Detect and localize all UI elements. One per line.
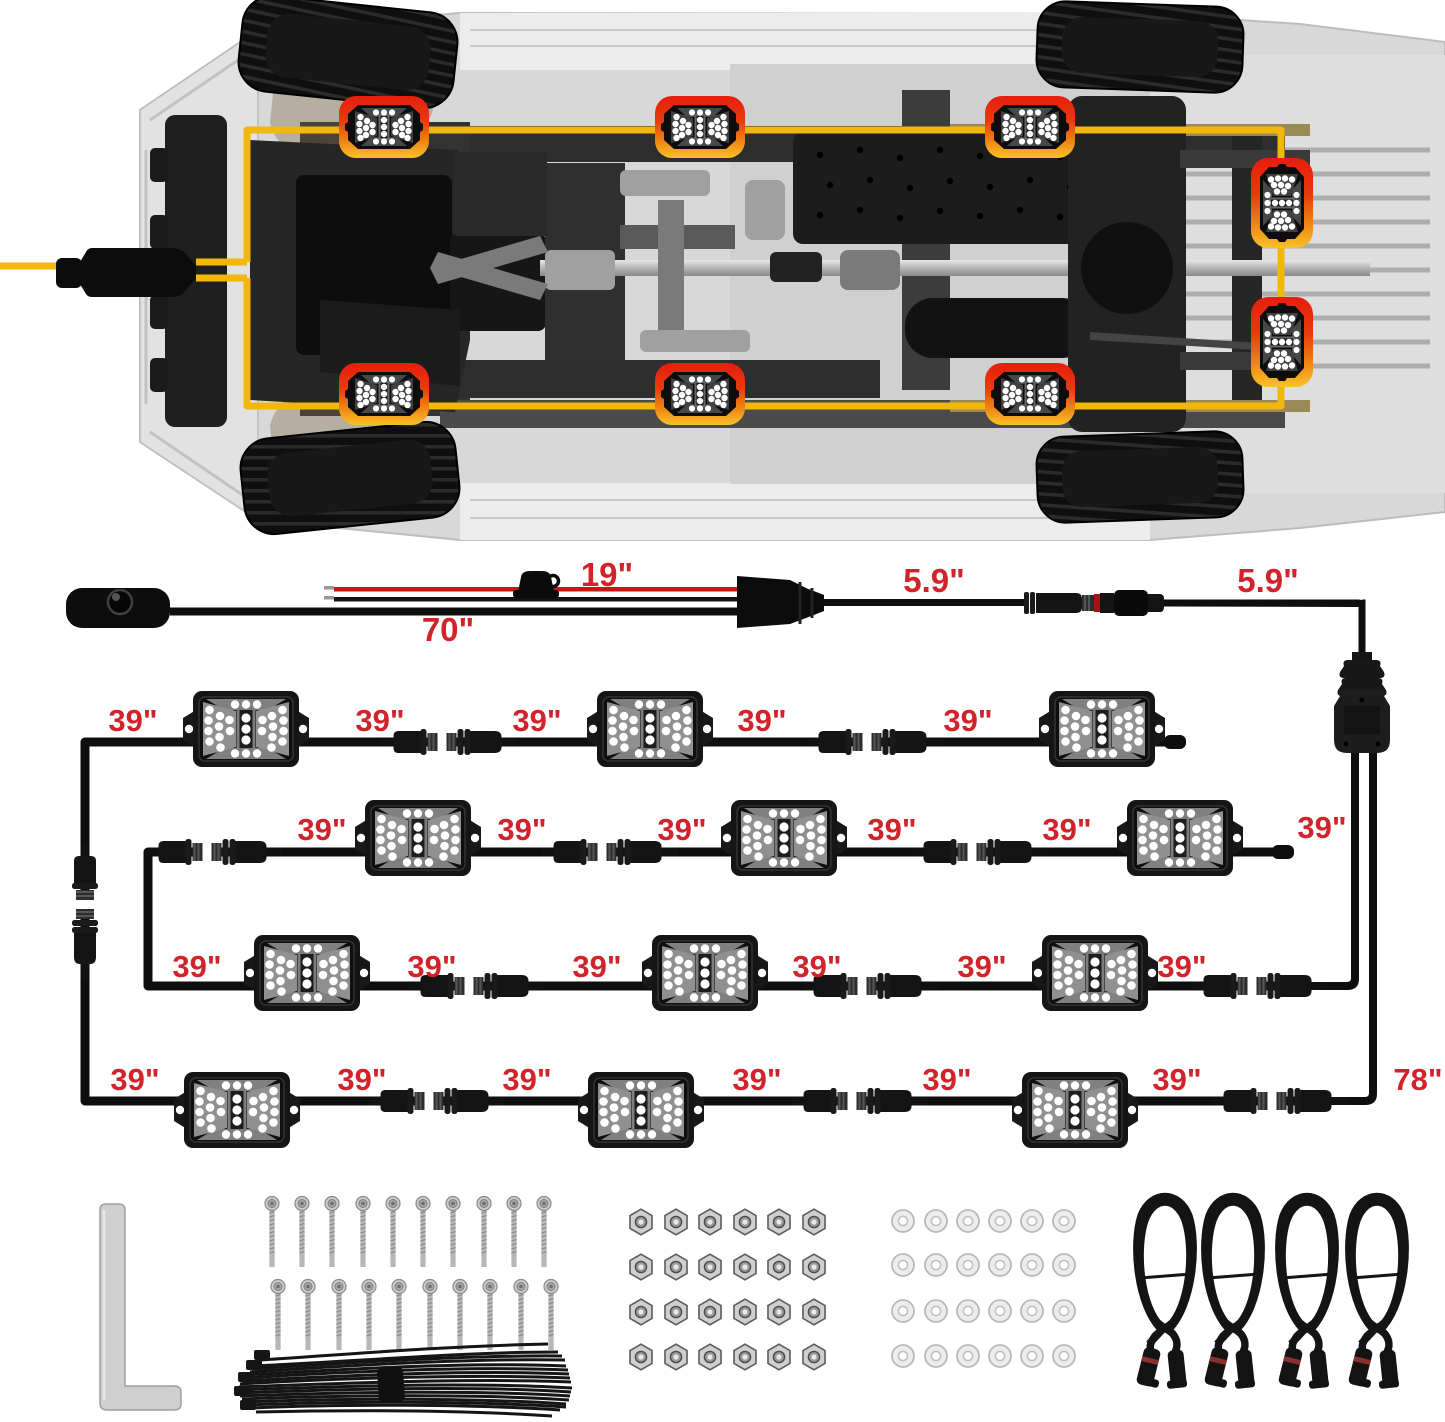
svg-text:39": 39" [943, 703, 992, 738]
svg-text:39": 39" [108, 703, 157, 738]
svg-text:78": 78" [1393, 1062, 1442, 1097]
svg-text:39": 39" [407, 949, 456, 984]
svg-text:39": 39" [1157, 949, 1206, 984]
svg-text:39": 39" [867, 812, 916, 847]
svg-text:70": 70" [422, 611, 474, 648]
svg-text:39": 39" [512, 703, 561, 738]
svg-text:39": 39" [657, 812, 706, 847]
svg-text:39": 39" [737, 703, 786, 738]
svg-text:19": 19" [581, 556, 633, 593]
svg-text:39": 39" [337, 1062, 386, 1097]
svg-text:39": 39" [957, 949, 1006, 984]
svg-text:39": 39" [502, 1062, 551, 1097]
svg-text:39": 39" [732, 1062, 781, 1097]
svg-text:5.9": 5.9" [903, 562, 965, 599]
svg-text:39": 39" [572, 949, 621, 984]
svg-text:39": 39" [297, 812, 346, 847]
svg-text:39": 39" [922, 1062, 971, 1097]
svg-text:39": 39" [792, 949, 841, 984]
svg-text:39": 39" [1042, 812, 1091, 847]
svg-text:5.9": 5.9" [1237, 562, 1299, 599]
svg-text:39": 39" [497, 812, 546, 847]
svg-text:39": 39" [1152, 1062, 1201, 1097]
svg-text:39": 39" [172, 949, 221, 984]
svg-text:39": 39" [1297, 810, 1346, 845]
svg-text:39": 39" [355, 703, 404, 738]
svg-text:39": 39" [110, 1062, 159, 1097]
